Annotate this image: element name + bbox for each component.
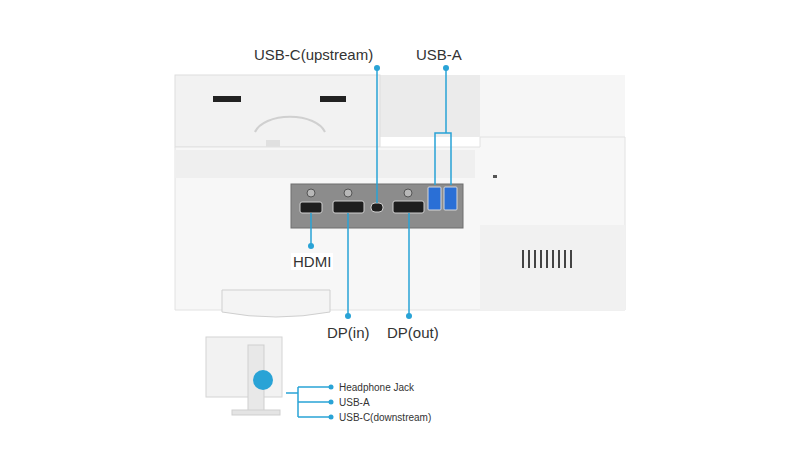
inset-port-label: USB-A — [337, 397, 372, 409]
inset-bracket — [286, 387, 330, 417]
thumbnail-highlight — [253, 370, 273, 390]
mount-ring — [255, 117, 325, 132]
vesa-mount-plate — [175, 75, 380, 147]
inset-dots — [329, 385, 334, 420]
inset-port-label: USB-C(downstream) — [337, 412, 433, 424]
usb-c-port — [371, 203, 383, 212]
dp-out-port — [393, 201, 424, 213]
port-label: DP(out) — [385, 324, 441, 341]
body-ridge — [175, 150, 475, 178]
mount-slot — [320, 96, 346, 102]
monitor-back-top-right — [480, 75, 625, 137]
mount-slot — [213, 96, 241, 102]
port-label: HDMI — [291, 253, 333, 270]
vent-slots — [522, 250, 572, 268]
indicator — [493, 175, 497, 178]
port-label: DP(in) — [325, 324, 372, 341]
leader-lines — [311, 68, 451, 315]
dp-in-port — [333, 201, 364, 213]
hdmi-port — [300, 202, 322, 213]
monitor-back-body — [175, 137, 625, 310]
thumbnail-monitor — [206, 337, 282, 397]
leader-dots — [308, 65, 449, 319]
inset-port-label: Headphone Jack — [337, 382, 416, 394]
thumbnail-base — [232, 410, 280, 415]
port-label: USB-A — [414, 46, 464, 63]
body-lower-right — [480, 225, 625, 310]
panel-screws — [307, 189, 412, 197]
usb-a-port — [444, 187, 457, 210]
usb-a-port — [428, 187, 441, 210]
port-label: USB-C(upstream) — [252, 46, 375, 63]
stand-neck — [222, 290, 330, 317]
